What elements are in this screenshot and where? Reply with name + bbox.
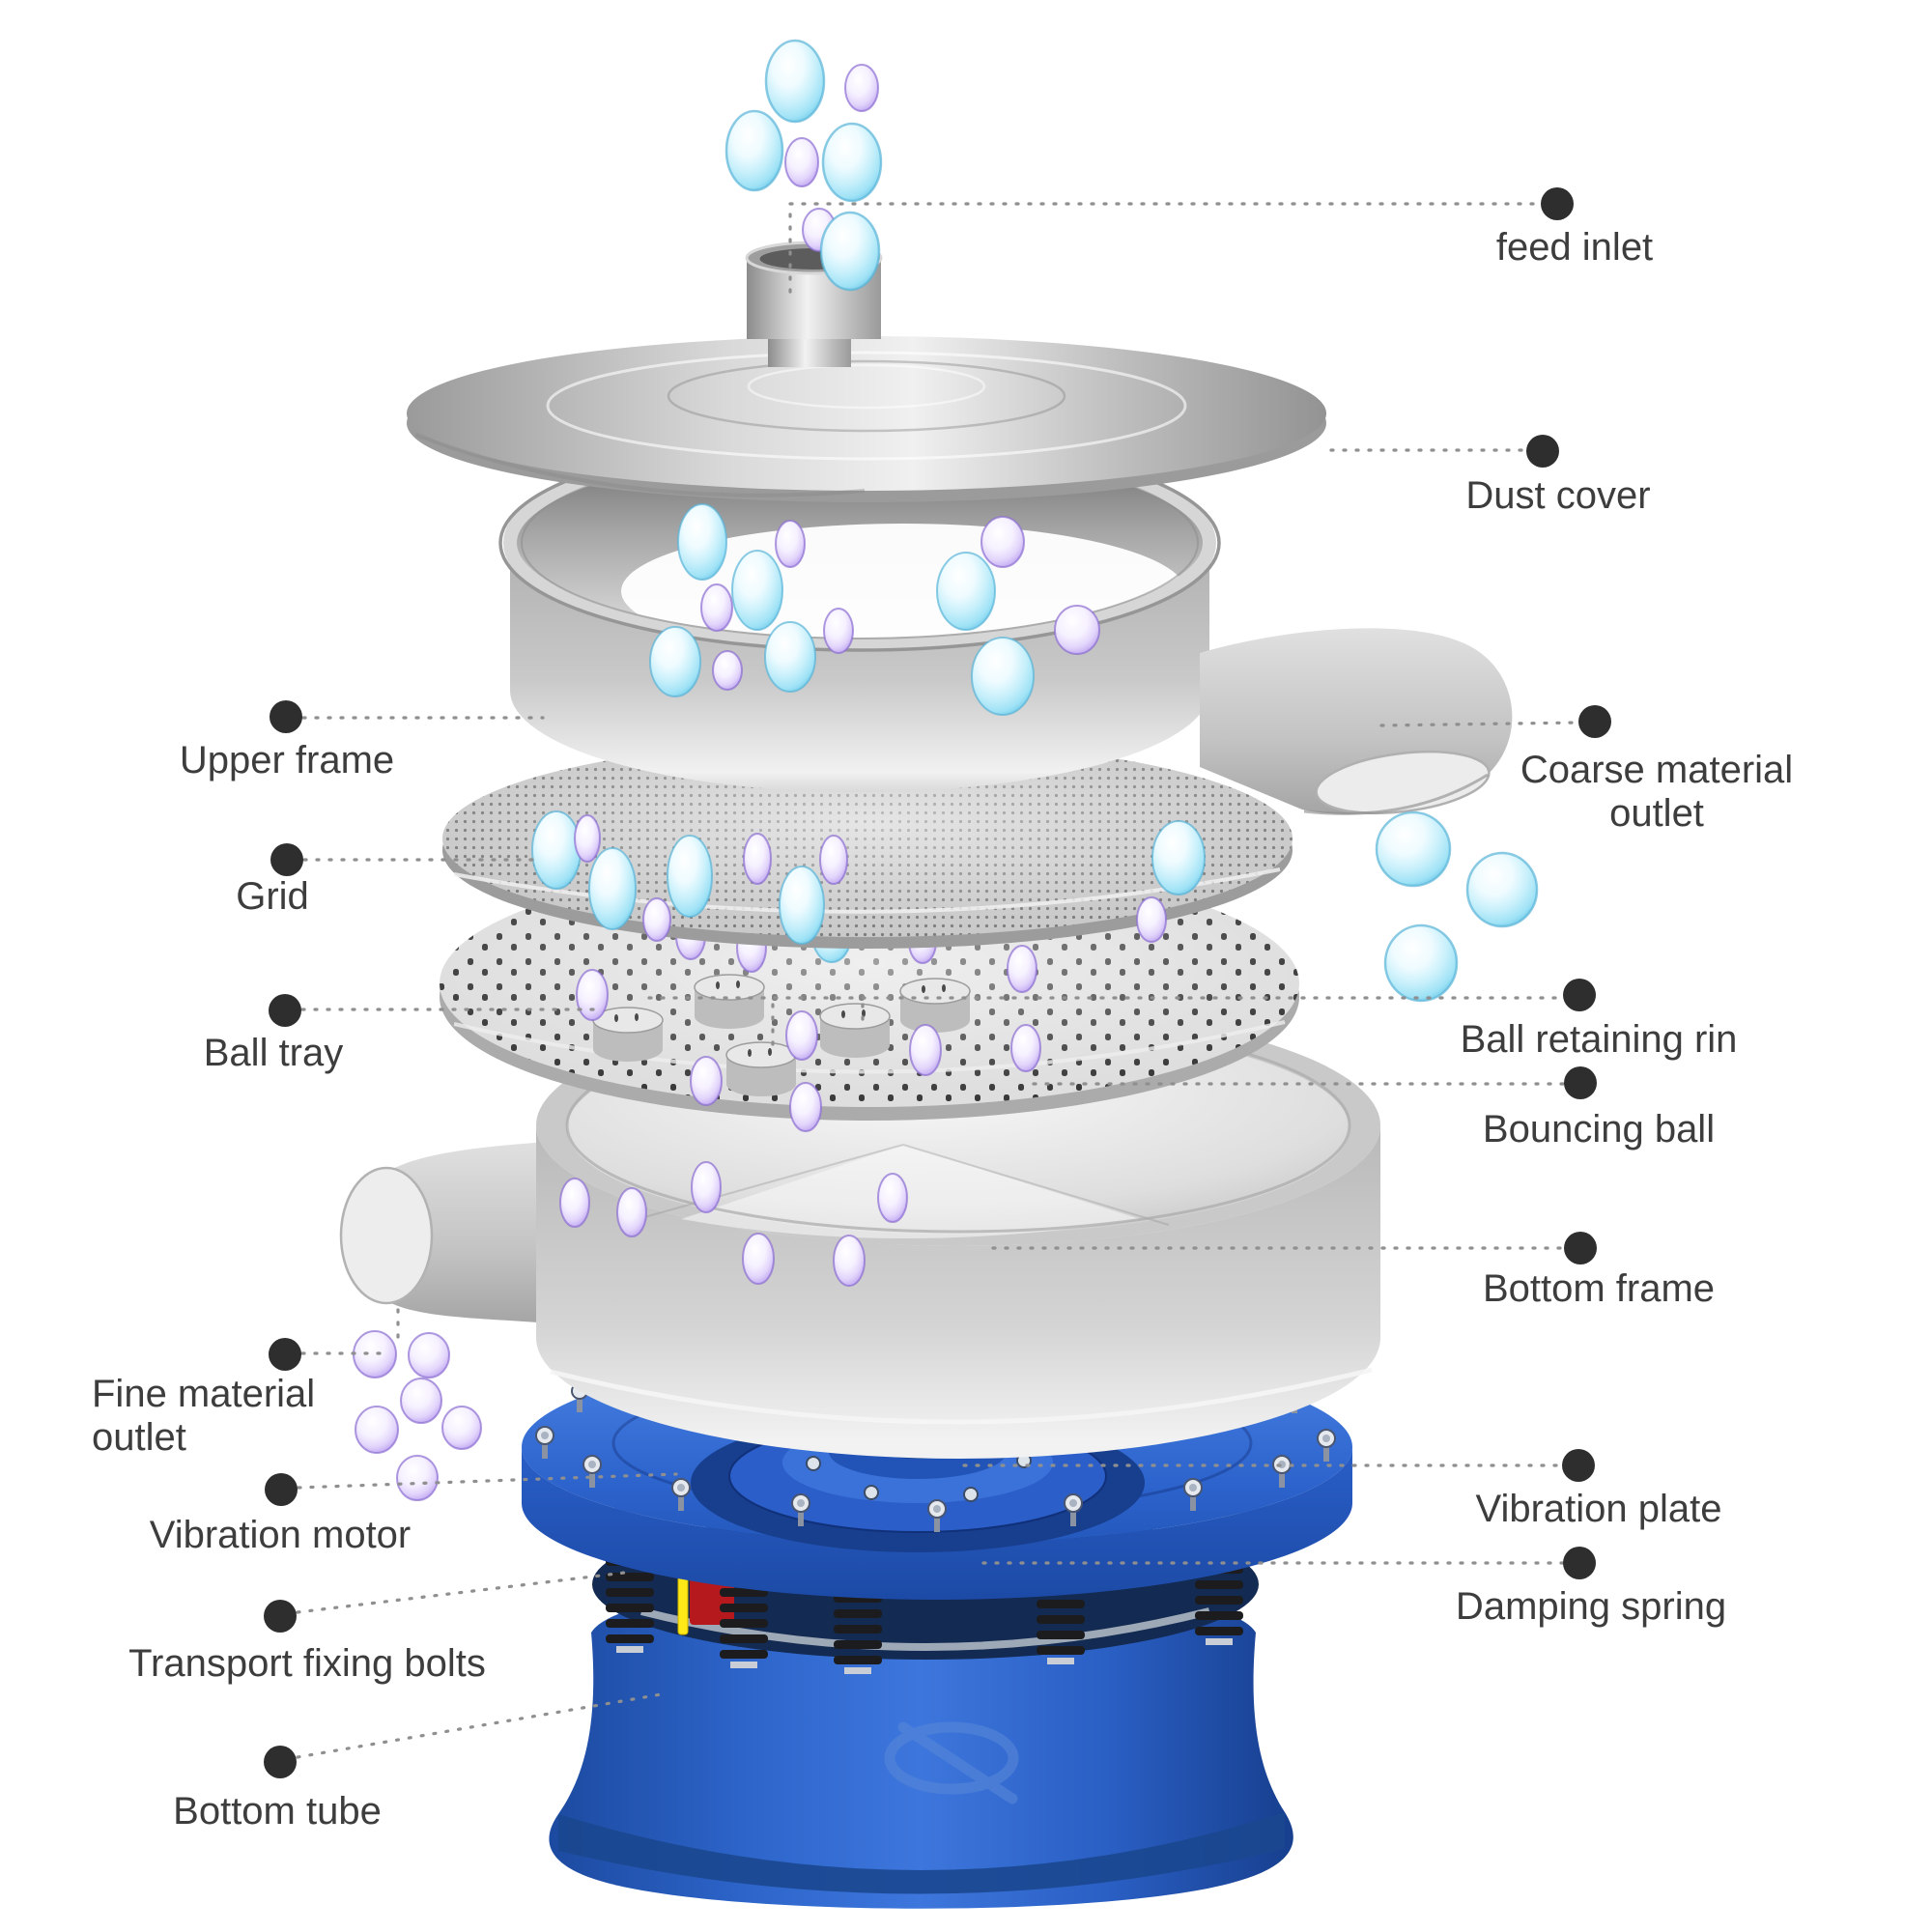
label-transport-fixing-bolts: Transport fixing bolts [128, 1642, 486, 1685]
fine-material-outlet-spout [339, 1142, 549, 1323]
callout-dot [264, 1746, 297, 1778]
label-coarse-line2: outlet [1609, 792, 1704, 835]
tube-rim-highlight [640, 1607, 1210, 1651]
particles-on-grid [531, 810, 1206, 945]
label-dust-cover: Dust cover [1465, 474, 1651, 517]
callout-dot [264, 1600, 297, 1633]
callout-dot [270, 843, 303, 876]
callout-dots [264, 187, 1611, 1778]
callout-dot [1563, 979, 1596, 1011]
callout-dot [1563, 1547, 1596, 1579]
bottom-tube [549, 1577, 1293, 1909]
label-feed-inlet: feed inlet [1495, 226, 1654, 269]
label-fine-line2: outlet [92, 1416, 186, 1459]
label-bottom-tube: Bottom tube [173, 1790, 382, 1833]
label-fine-line1: Fine material [92, 1373, 316, 1415]
label-fine-material-outlet: Fine material outlet [92, 1373, 315, 1460]
label-coarse-material-outlet: Coarse material outlet [1520, 749, 1793, 836]
particles-in-upper-frame [649, 503, 1100, 716]
label-damping-spring: Damping spring [1455, 1585, 1727, 1628]
label-ball-retaining-ring: Ball retaining rin [1460, 1018, 1738, 1061]
callout-dot [269, 1338, 301, 1371]
label-grid: Grid [236, 875, 309, 918]
callout-dot [1564, 1066, 1597, 1099]
coarse-particles-cluster [1375, 810, 1539, 1003]
label-vibration-plate: Vibration plate [1475, 1488, 1722, 1530]
callout-dot [269, 994, 301, 1027]
callout-dot [265, 1473, 298, 1506]
callout-dot [1541, 187, 1574, 220]
label-ball-tray: Ball tray [203, 1032, 344, 1074]
label-coarse-line1: Coarse material [1520, 749, 1794, 791]
label-vibration-motor: Vibration motor [149, 1514, 412, 1556]
label-upper-frame: Upper frame [179, 739, 395, 781]
coarse-material-outlet-spout [1200, 628, 1513, 815]
ball-retaining-rings [592, 974, 971, 1096]
fine-particles-cluster [353, 1330, 482, 1501]
leader-lines [296, 202, 1580, 1759]
dust-cover [407, 336, 1326, 502]
callout-dot [1578, 705, 1611, 738]
feed-particles-cluster [724, 39, 883, 292]
transport-fixing-bolt-yellow [677, 1572, 689, 1635]
brand-logo-icon [884, 1721, 1019, 1804]
callout-dot [1562, 1449, 1595, 1482]
upper-frame [498, 434, 1513, 815]
label-bouncing-ball: Bouncing ball [1482, 1108, 1716, 1151]
label-bottom-frame: Bottom frame [1482, 1267, 1716, 1310]
fine-particles-in-pan [559, 1161, 908, 1287]
callout-dot [1526, 435, 1559, 468]
callout-dot [1564, 1232, 1597, 1264]
grid-screen [442, 740, 1293, 949]
callout-dot [270, 700, 302, 733]
